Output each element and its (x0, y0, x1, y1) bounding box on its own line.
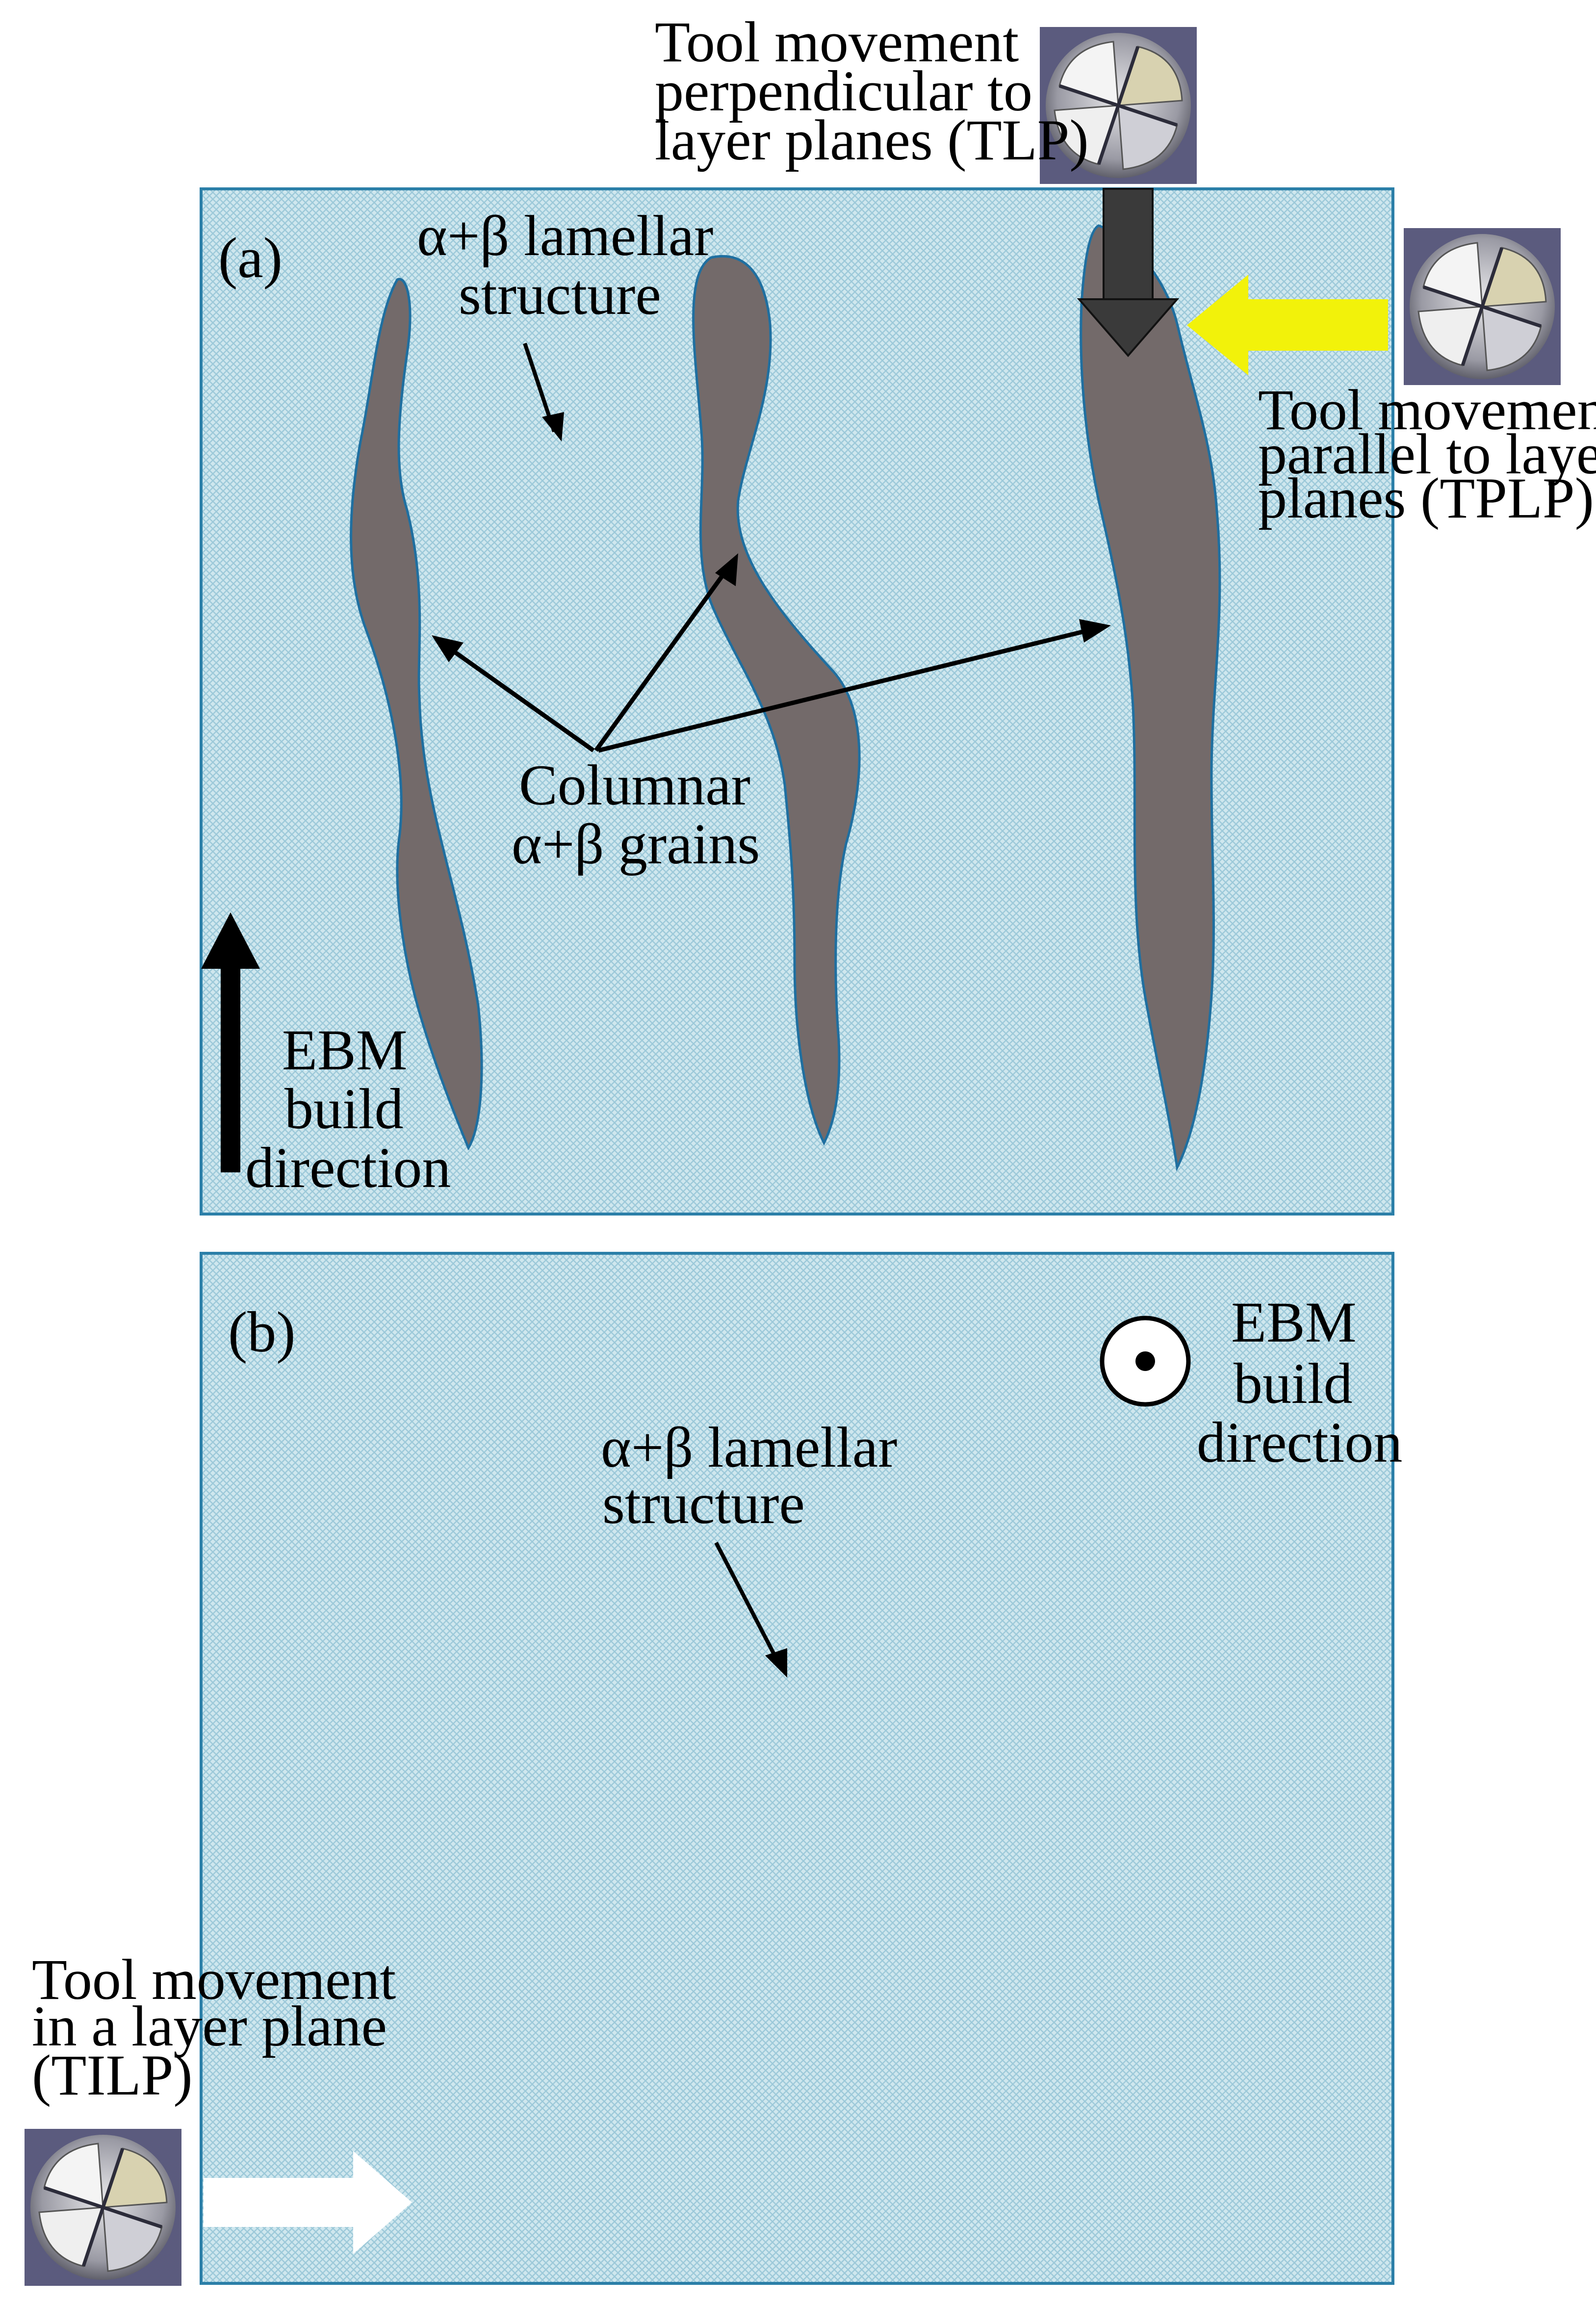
tlp-label-line1: Tool movement (655, 10, 1019, 74)
tilp-label-line3: (TILP) (32, 2043, 193, 2107)
tilp-label-line2: in a layer plane (32, 1994, 387, 2058)
panel-b-lamellar-line1: α+β lamellar (601, 1415, 897, 1479)
panel-a-lamellar-arrowhead (542, 412, 564, 441)
panel-b-build-line2: build (1234, 1351, 1353, 1416)
tlp-arrow (1077, 188, 1180, 358)
out-of-plane-dot-icon (1100, 1316, 1191, 1407)
panel-a-lamellar-line1: α+β lamellar (417, 204, 713, 268)
panel-a-label: (a) (218, 226, 283, 290)
panel-b-build-line3: direction (1197, 1410, 1402, 1475)
panel-b-lamellar-line2: structure (602, 1472, 805, 1536)
columnar-grain-2 (692, 255, 861, 1146)
panel-b-build-line1: EBM (1231, 1290, 1357, 1354)
tplp-label-line1: Tool movement (1258, 378, 1596, 442)
panel-a-build-line3: direction (245, 1136, 451, 1200)
tilp-arrow (204, 2151, 412, 2254)
panel-b-label: (b) (228, 1300, 296, 1364)
panel-b-lamellar-arrowhead (765, 1648, 787, 1678)
panel-a-build-line2: build (284, 1077, 404, 1141)
columnar-grain-1 (350, 278, 483, 1151)
panel-a-build-direction-arrow (201, 912, 260, 1172)
tool-tilp-icon (25, 2129, 181, 2286)
tilp-label-line1: Tool movement (32, 1947, 396, 2012)
panel-a: (a) α+β lamellar structure Columnar α+β … (200, 187, 1394, 1216)
panel-a-build-line1: EBM (282, 1018, 408, 1082)
tplp-label-line3: planes (TPLP) (1258, 466, 1594, 530)
panel-b-frame (200, 1252, 1394, 2285)
panel-b: (b) EBM build direction α+β lamellar str… (200, 1252, 1402, 2285)
tplp-arrow (1187, 275, 1388, 375)
tplp-label-line2: parallel to layers (1258, 422, 1596, 486)
tool-tplp-icon (1404, 228, 1561, 385)
panel-a-grains-line1: Columnar (519, 753, 750, 817)
tlp-label-line2: perpendicular to (655, 59, 1032, 123)
panel-a-grains-line2: α+β grains (512, 812, 760, 876)
panel-b-lamellar-arrow (714, 1542, 782, 1666)
tlp-label-line3: layer planes (TLP) (655, 108, 1089, 172)
panel-a-lamellar-line2: structure (459, 262, 661, 327)
grain-pointer-arrows (432, 553, 1111, 753)
columnar-grain-3 (1080, 224, 1221, 1172)
